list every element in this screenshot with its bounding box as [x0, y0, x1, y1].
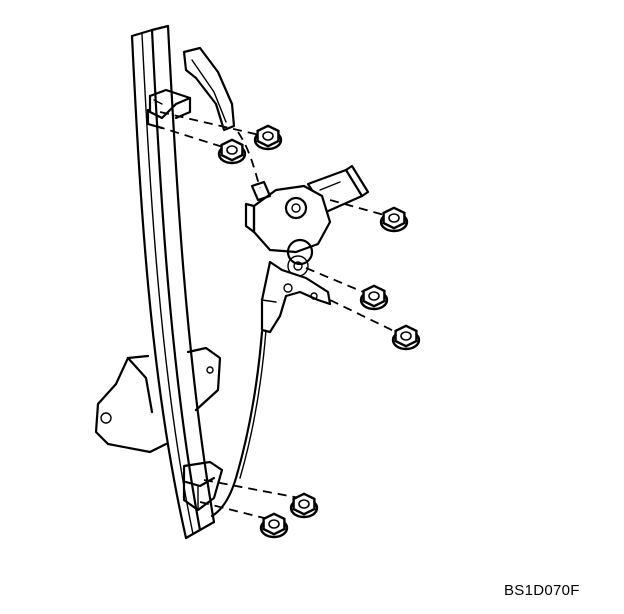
window-regulator-rail: [130, 24, 216, 540]
alignment-lines: [155, 111, 401, 521]
drive-cable: [210, 131, 267, 518]
hex-nut-3: [379, 206, 409, 233]
hex-nut-6: [289, 492, 319, 519]
hex-nut-7: [259, 512, 289, 539]
upper-rail-bracket: [146, 88, 192, 130]
figure-reference-code: BS1D070F: [504, 582, 580, 599]
regulator-motor: [244, 164, 370, 334]
hex-nut-1: [253, 124, 283, 151]
hex-nut-4: [359, 284, 389, 311]
hex-nut-5: [391, 324, 421, 351]
upper-lift-plate: [182, 46, 236, 132]
hex-nut-2: [217, 138, 247, 165]
left-mounting-plate: [94, 346, 222, 454]
nuts-layer: [217, 124, 421, 539]
